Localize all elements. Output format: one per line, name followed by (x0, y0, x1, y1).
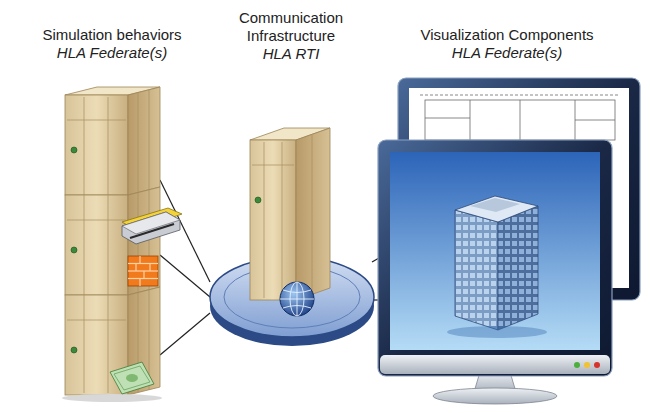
front-monitor-part (584, 362, 590, 368)
building-icon-part (447, 326, 547, 338)
back-monitor-part-part (520, 100, 521, 140)
scanner-icon-part (130, 224, 174, 238)
heading-block: Simulation behaviorsHLA Federate(s) (12, 26, 212, 62)
firewall-icon-part-part (135, 264, 136, 272)
firewall-icon-part (128, 256, 158, 286)
firewall-icon-part-part (128, 263, 158, 264)
server-tower-part-part (84, 97, 85, 393)
rti-server-part (255, 197, 261, 203)
federate-group: Simulation behaviorsHLA Federate(s) (65, 88, 160, 400)
server-tower-part-part (108, 97, 109, 393)
server-tower-part (71, 347, 77, 353)
back-monitor-part-part (425, 118, 470, 119)
server-tower-part (71, 247, 77, 253)
front-monitor-part (594, 362, 600, 368)
server-tower-part-part (67, 220, 126, 221)
front-monitor-part (433, 388, 557, 404)
firewall-icon-part-part (139, 256, 140, 264)
heading-block: Visualization ComponentsHLA Federate(s) (397, 26, 617, 62)
heading-text: Simulation behaviors (12, 26, 212, 44)
firewall-icon-part (128, 256, 158, 286)
heading-text: Communication Infrastructure (225, 9, 357, 45)
back-monitor-part-part (420, 95, 620, 96)
rti-server-part (250, 140, 296, 300)
server-tower-part (62, 394, 162, 402)
rti-server-part-part (264, 142, 265, 298)
front-monitor-part (380, 355, 610, 374)
scanner-icon-part (122, 212, 180, 244)
back-monitor-part-part (470, 100, 471, 140)
back-monitor-part (420, 95, 620, 140)
server-tower-part-part (65, 95, 128, 195)
front-monitor-part (390, 152, 600, 350)
firewall-icon-part-part (139, 279, 140, 287)
rti-server-part-part (282, 142, 283, 298)
building-icon-part (498, 206, 538, 330)
back-monitor-part-part (425, 100, 615, 140)
federate-role: HLA RTI (225, 45, 357, 63)
federate-role: HLA Federate(s) (12, 44, 212, 62)
front-monitor (378, 140, 612, 404)
globe-icon-part (280, 282, 314, 316)
server-tower-part-part (67, 120, 126, 121)
globe-icon (280, 282, 314, 316)
firewall-icon-part-part (143, 271, 144, 279)
federate-role: HLA Federate(s) (397, 44, 617, 62)
server-tower-part-part (67, 320, 126, 321)
firewall-icon-part-part (149, 264, 150, 272)
building-icon-part (455, 196, 538, 222)
money-icon-part (110, 362, 154, 394)
firewall-icon-part-part (128, 270, 158, 271)
money-icon-part (126, 374, 138, 382)
federate-group: Visualization ComponentsHLA Federate(s) (400, 80, 640, 400)
money-icon-part (114, 366, 150, 390)
server-tower (62, 87, 162, 402)
server-tower-part-part (128, 87, 160, 195)
globe-icon-part-part (297, 282, 298, 316)
firewall-icon-part-part (128, 278, 158, 279)
front-monitor-part (378, 140, 612, 376)
front-monitor-part (574, 362, 580, 368)
scanner-icon (122, 208, 182, 244)
rti-server-part (252, 135, 312, 298)
money-icon (110, 362, 154, 394)
building-icon-part (455, 210, 498, 330)
server-tower-part (71, 147, 77, 153)
rti-server (250, 128, 330, 300)
heading-text: Visualization Components (397, 26, 617, 44)
back-monitor-part-part (575, 120, 615, 121)
building-icon (447, 196, 547, 338)
heading-block: Communication InfrastructureHLA RTI (225, 9, 357, 63)
rti-server-part (296, 128, 330, 300)
network-link (160, 255, 210, 297)
firewall-icon (128, 256, 158, 286)
server-tower-part-part (65, 195, 128, 295)
building-icon-part (470, 198, 520, 212)
network-link (160, 313, 210, 355)
rti-server-part-part (312, 135, 313, 294)
rti-server-part-part (252, 165, 294, 166)
globe-icon-part (280, 282, 314, 316)
federate-group: Communication InfrastructureHLA RTI (210, 128, 372, 340)
